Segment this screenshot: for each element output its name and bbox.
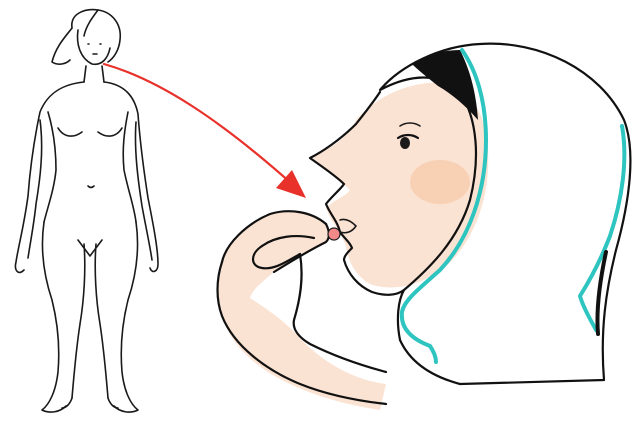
pill-icon [328,228,340,240]
standing-woman-icon [15,10,158,412]
woman-in-headscarf-icon [310,44,630,384]
red-arrow-icon [104,64,306,198]
